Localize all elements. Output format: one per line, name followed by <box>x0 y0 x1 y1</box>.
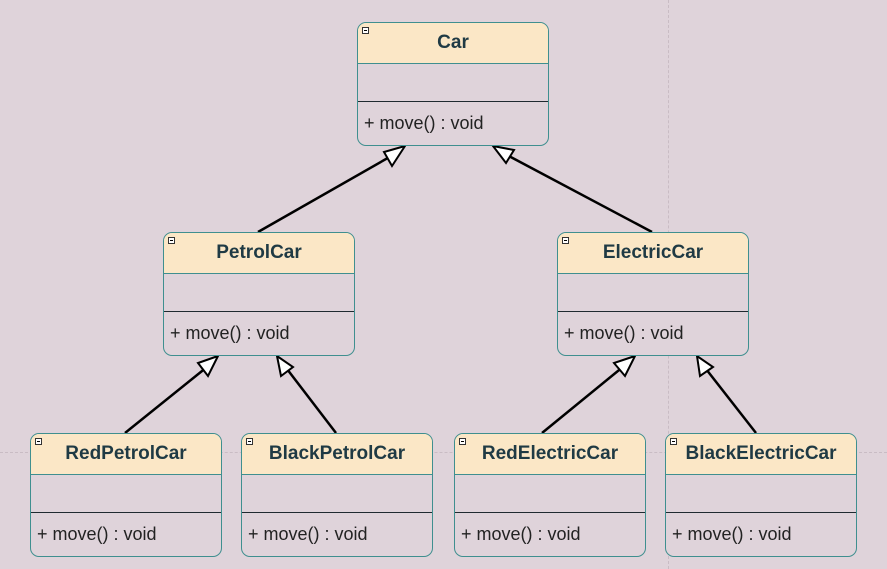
collapse-icon[interactable] <box>246 438 253 445</box>
class-header: Car <box>358 23 548 64</box>
class-header: BlackPetrolCar <box>242 434 432 475</box>
operations-compartment: + move() : void <box>242 513 432 556</box>
class-name: BlackPetrolCar <box>268 443 406 464</box>
guide-line-horizontal <box>0 452 887 453</box>
generalization-arrowhead <box>196 354 220 378</box>
class-name: RedPetrolCar <box>65 443 187 464</box>
generalization-arrowhead <box>695 353 715 378</box>
generalization-arrowhead <box>382 144 408 168</box>
class-box-electriccar[interactable]: ElectricCar + move() : void <box>557 232 749 356</box>
attributes-compartment <box>164 274 354 312</box>
generalization-arrowhead <box>612 354 637 378</box>
edge-blackpetrolcar-petrolcar[interactable] <box>286 368 337 434</box>
class-header: PetrolCar <box>164 233 354 274</box>
operations-compartment: + move() : void <box>31 513 221 556</box>
operations-compartment: + move() : void <box>666 513 856 556</box>
attributes-compartment <box>242 475 432 513</box>
class-box-redelectriccar[interactable]: RedElectricCar + move() : void <box>454 433 646 557</box>
collapse-icon[interactable] <box>562 237 569 244</box>
operations-compartment: + move() : void <box>164 312 354 355</box>
collapse-icon[interactable] <box>670 438 677 445</box>
operations-compartment: + move() : void <box>558 312 748 355</box>
collapse-icon[interactable] <box>362 27 369 34</box>
generalization-arrowhead <box>490 144 516 165</box>
edge-petrolcar-car[interactable] <box>257 153 394 234</box>
operation-text: + move() : void <box>170 323 290 343</box>
edge-redelectriccar-electriccar[interactable] <box>541 365 625 434</box>
class-name: PetrolCar <box>216 242 302 263</box>
class-header: ElectricCar <box>558 233 748 274</box>
collapse-icon[interactable] <box>168 237 175 244</box>
class-box-blackelectriccar[interactable]: BlackElectricCar + move() : void <box>665 433 857 557</box>
operation-text: + move() : void <box>248 524 368 544</box>
attributes-compartment <box>558 274 748 312</box>
edge-blackelectriccar-electriccar[interactable] <box>705 368 757 434</box>
attributes-compartment <box>455 475 645 513</box>
operation-text: + move() : void <box>672 524 792 544</box>
class-header: RedPetrolCar <box>31 434 221 475</box>
class-name: Car <box>437 32 469 53</box>
operation-text: + move() : void <box>37 524 157 544</box>
class-name: RedElectricCar <box>481 443 619 464</box>
operation-text: + move() : void <box>364 113 484 133</box>
class-header: RedElectricCar <box>455 434 645 475</box>
generalization-arrowhead <box>275 353 295 378</box>
class-header: BlackElectricCar <box>666 434 856 475</box>
collapse-icon[interactable] <box>35 438 42 445</box>
operations-compartment: + move() : void <box>455 513 645 556</box>
operation-text: + move() : void <box>564 323 684 343</box>
attributes-compartment <box>358 64 548 102</box>
collapse-icon[interactable] <box>459 438 466 445</box>
class-box-petrolcar[interactable]: PetrolCar + move() : void <box>163 232 355 356</box>
operation-text: + move() : void <box>461 524 581 544</box>
operations-compartment: + move() : void <box>358 102 548 145</box>
class-box-redpetrolcar[interactable]: RedPetrolCar + move() : void <box>30 433 222 557</box>
attributes-compartment <box>31 475 221 513</box>
attributes-compartment <box>666 475 856 513</box>
edge-redpetrolcar-petrolcar[interactable] <box>124 366 208 434</box>
class-box-car[interactable]: Car + move() : void <box>357 22 549 146</box>
class-box-blackpetrolcar[interactable]: BlackPetrolCar + move() : void <box>241 433 433 557</box>
class-name: BlackElectricCar <box>685 443 837 464</box>
edge-electriccar-car[interactable] <box>506 153 653 234</box>
class-name: ElectricCar <box>602 242 704 263</box>
